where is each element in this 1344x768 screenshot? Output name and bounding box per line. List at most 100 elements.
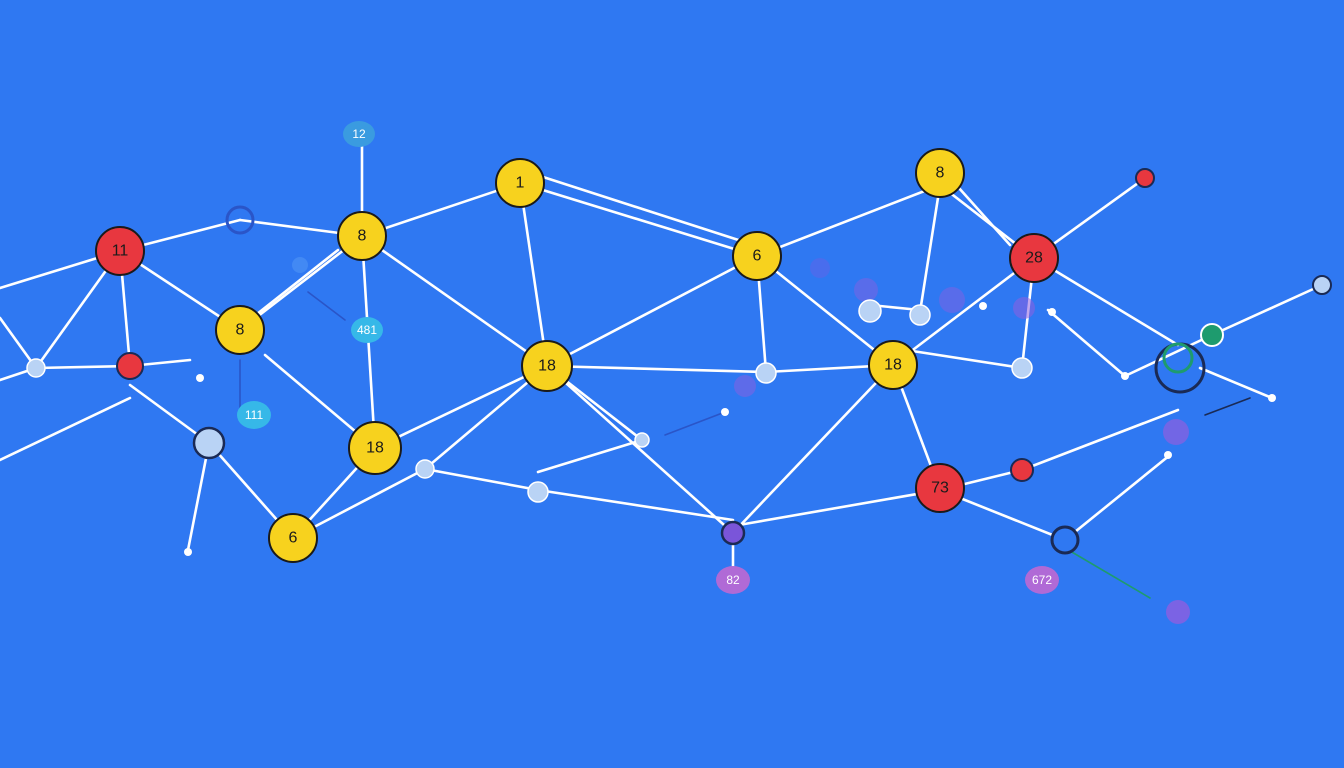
- small-node: [527, 481, 549, 503]
- graph-node: 6: [268, 513, 318, 563]
- outline-node: [225, 205, 255, 235]
- graph-node: 28: [1009, 233, 1059, 283]
- white-dot: [1048, 308, 1056, 316]
- value-tag-bubble: [351, 317, 383, 343]
- graph-node-label: 8: [936, 165, 945, 182]
- value-tag-label: 672: [1032, 573, 1052, 587]
- value-tag-bubble: [343, 121, 375, 147]
- value-tag-bubble: [1025, 566, 1059, 594]
- edge: [373, 364, 549, 450]
- graph-node-label: 8: [358, 228, 367, 245]
- value-tag-bubble: [237, 401, 271, 429]
- faint-node: [1166, 600, 1190, 624]
- faint-node: [292, 257, 308, 273]
- edge: [664, 411, 726, 436]
- value-tag: 481: [351, 317, 383, 343]
- faint-node: [939, 287, 965, 313]
- value-tag-bubble: [716, 566, 750, 594]
- faint-node: [1013, 297, 1035, 319]
- outline-node: [1162, 342, 1194, 374]
- faint-node: [854, 278, 878, 302]
- small-node: [909, 304, 931, 326]
- white-dot: [184, 548, 192, 556]
- graph-node-circle: [337, 211, 387, 261]
- edge: [238, 234, 364, 332]
- graph-node: 18: [868, 340, 918, 390]
- white-dot: [979, 302, 987, 310]
- edge: [360, 181, 522, 238]
- graph-node-circle: [1009, 233, 1059, 283]
- small-node: [634, 432, 650, 448]
- graph-node-label: 73: [931, 480, 949, 497]
- outline-node: [720, 520, 746, 546]
- value-tag: 12: [343, 121, 375, 147]
- red-dot-node: [1135, 168, 1155, 188]
- edge: [891, 346, 1024, 370]
- edge: [755, 254, 895, 367]
- graph-node-circle: [268, 513, 318, 563]
- edge: [731, 363, 895, 535]
- graph-node-label: 18: [366, 440, 384, 457]
- graph-node-label: 6: [753, 248, 762, 265]
- graph-node-label: 18: [538, 358, 556, 375]
- graph-node: 1: [495, 158, 545, 208]
- graph-edges: [0, 138, 1324, 599]
- red-dot-node: [116, 352, 144, 380]
- edge: [731, 488, 942, 528]
- graph-node-circle: [868, 340, 918, 390]
- white-dot: [721, 408, 729, 416]
- value-tag: 111: [237, 401, 271, 429]
- graph-node: 8: [915, 148, 965, 198]
- edge: [1123, 333, 1214, 378]
- graph-node-circle: [348, 421, 402, 475]
- graph-node-circle: [95, 226, 145, 276]
- outline-node: [192, 426, 226, 460]
- graph-node-circle: [915, 463, 965, 513]
- graph-node: 6: [732, 231, 782, 281]
- edge: [186, 441, 211, 552]
- graph-node-label: 8: [236, 322, 245, 339]
- edge: [307, 291, 346, 321]
- small-node: [415, 459, 435, 479]
- small-node: [1312, 275, 1332, 295]
- edge: [536, 438, 644, 474]
- graph-node: 73: [915, 463, 965, 513]
- faint-node: [1163, 419, 1189, 445]
- edge: [250, 248, 340, 320]
- graph-node: 8: [337, 211, 387, 261]
- edge: [1210, 283, 1324, 337]
- tag-layer: 12 481 111 82 672: [237, 121, 1059, 594]
- edge: [34, 364, 132, 370]
- red-dot-node: [1010, 458, 1034, 482]
- edge: [891, 256, 1036, 367]
- edge: [0, 316, 38, 370]
- edge: [360, 234, 549, 368]
- white-dot: [196, 374, 204, 382]
- edge: [1046, 308, 1127, 378]
- graph-node-label: 11: [112, 243, 129, 260]
- edge: [423, 364, 549, 471]
- graph-node-label: 18: [884, 357, 902, 374]
- faint-node: [810, 258, 830, 278]
- edge: [545, 364, 768, 374]
- edge: [1020, 408, 1180, 472]
- edge: [1064, 547, 1151, 599]
- edge: [518, 181, 759, 258]
- edge: [1204, 397, 1251, 416]
- edge: [918, 183, 942, 314]
- small-node: [1011, 357, 1033, 379]
- edge: [1032, 256, 1180, 347]
- teal-node: [1200, 323, 1224, 347]
- value-tag-label: 82: [726, 573, 740, 587]
- small-nodes: [26, 168, 1332, 624]
- graph-node-label: 6: [289, 530, 298, 547]
- graph-node-circle: [732, 231, 782, 281]
- graph-node-circle: [495, 158, 545, 208]
- graph-node: 18: [348, 421, 402, 475]
- white-dot: [1164, 451, 1172, 459]
- graph-node-circle: [521, 340, 573, 392]
- white-dot: [1268, 394, 1276, 402]
- edge: [545, 364, 735, 535]
